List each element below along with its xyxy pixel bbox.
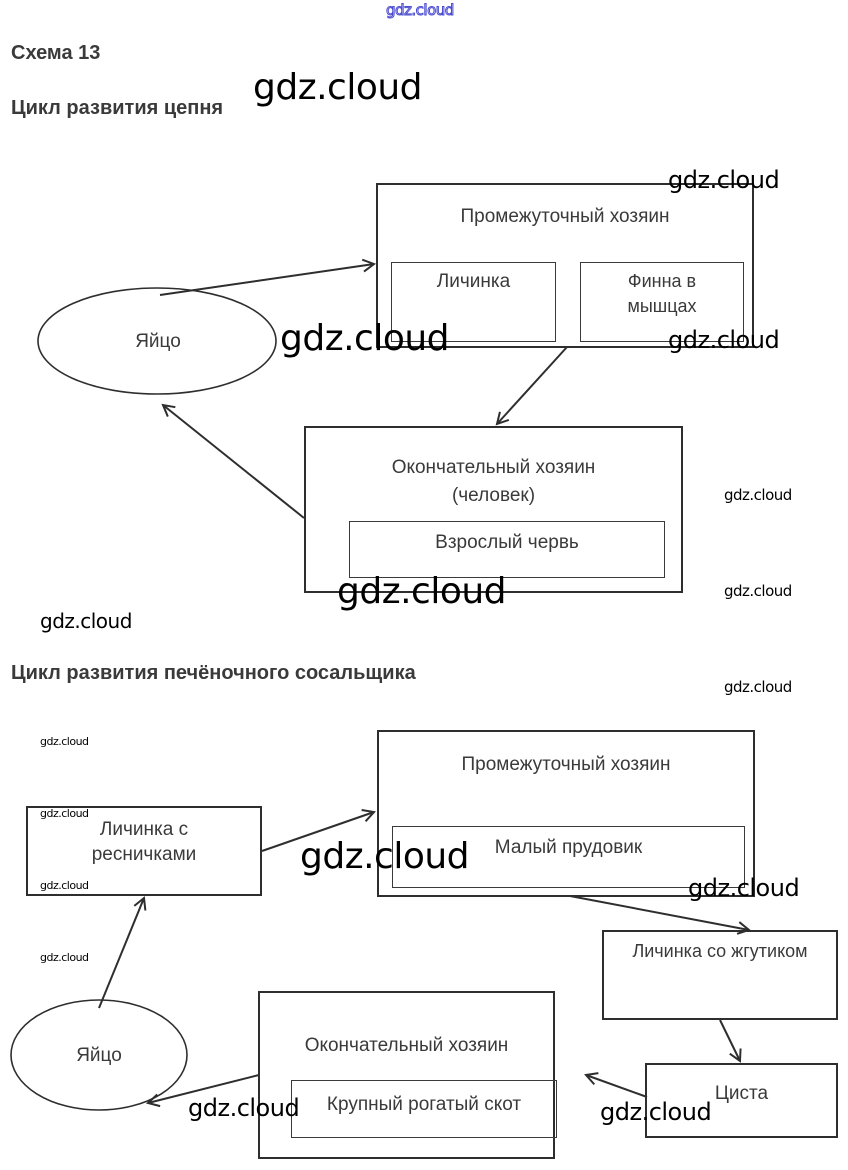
watermark: gdz.cloud — [280, 318, 450, 359]
watermark: gdz.cloud — [40, 609, 132, 633]
stage-label-finna: Финна в мышцах — [627, 271, 697, 316]
watermark: gdz.cloud — [40, 807, 89, 820]
watermark: gdz.cloud — [724, 582, 792, 600]
arrow-egg-to-intermediate — [159, 264, 374, 296]
stage-box-adult-worm: Взрослый червь — [349, 521, 665, 578]
flagellated-larva-label: Личинка со жгутиком — [632, 941, 808, 961]
watermark: gdz.cloud — [724, 486, 792, 504]
ciliated-larva-box: Личинка с ресничками — [26, 806, 262, 896]
arrow-flagellated-to-cyst — [719, 1019, 740, 1061]
final-host-label-1: Окончательный хозяин — [391, 457, 596, 478]
arrow-egg-to-ciliated — [98, 898, 144, 1009]
watermark: gdz.cloud — [724, 678, 792, 696]
diagram2-title: Цикл развития печёночного сосальщика — [11, 662, 416, 684]
watermark: gdz.cloud — [40, 879, 89, 892]
arrow-cyst-to-final — [586, 1075, 648, 1098]
watermark: gdz.cloud — [668, 326, 780, 354]
watermark: gdz.cloud — [300, 836, 470, 877]
ciliated-larva-label-line2: ресничками — [91, 844, 197, 865]
stage-label-larva: Личинка — [436, 271, 511, 292]
cyst-label: Циста — [714, 1083, 769, 1104]
watermark: gdz.cloud — [337, 571, 507, 612]
diagram1-title: Цикл развития цепня — [11, 97, 224, 119]
watermark: gdz.cloud — [253, 67, 423, 108]
stage-label-pond-snail: Малый прудовик — [494, 837, 643, 858]
watermark: gdz.cloud — [188, 1094, 300, 1122]
final-host-box-2: Окончательный хозяин Крупный рогатый ско… — [258, 991, 557, 1159]
stage-label-cattle: Крупный рогатый скот — [326, 1094, 522, 1115]
ciliated-larva-label-line1: Личинка с — [99, 819, 189, 840]
intermediate-host-box-1: Промежуточный хозяин Личинка Финна в мыш… — [376, 183, 754, 348]
stage-box-finna: Финна в мышцах — [580, 262, 744, 342]
watermark: gdz.cloud — [386, 1, 455, 20]
arrow-final-to-egg — [163, 405, 305, 519]
watermark: gdz.cloud — [668, 166, 780, 194]
watermark: gdz.cloud — [600, 1098, 712, 1126]
watermark: gdz.cloud — [688, 874, 800, 902]
egg-label-1: Яйцо — [135, 331, 181, 352]
intermediate-host-label-2: Промежуточный хозяин — [461, 754, 671, 775]
final-host-box-1: Окончательный хозяин (человек) Взрослый … — [304, 426, 683, 593]
flagellated-larva-box: Личинка со жгутиком — [602, 930, 838, 1020]
egg-label-2: Яйцо — [76, 1045, 122, 1066]
stage-box-pond-snail: Малый прудовик — [392, 826, 745, 888]
intermediate-host-label-1: Промежуточный хозяин — [460, 206, 670, 227]
scheme-title: Схема 13 — [11, 42, 101, 64]
intermediate-host-box-2: Промежуточный хозяин Малый прудовик — [377, 730, 755, 897]
final-host-label-2: Окончательный хозяин — [304, 1035, 509, 1056]
cyst-box: Циста — [645, 1063, 838, 1138]
final-host-sublabel-1: (человек) — [451, 485, 536, 506]
stage-box-larva: Личинка — [391, 262, 556, 342]
watermark: gdz.cloud — [40, 735, 89, 748]
stage-box-cattle: Крупный рогатый скот — [291, 1080, 557, 1138]
stage-label-adult-worm: Взрослый червь — [435, 532, 579, 553]
arrow-intermediate-to-final — [497, 346, 568, 424]
watermark: gdz.cloud — [40, 951, 89, 964]
